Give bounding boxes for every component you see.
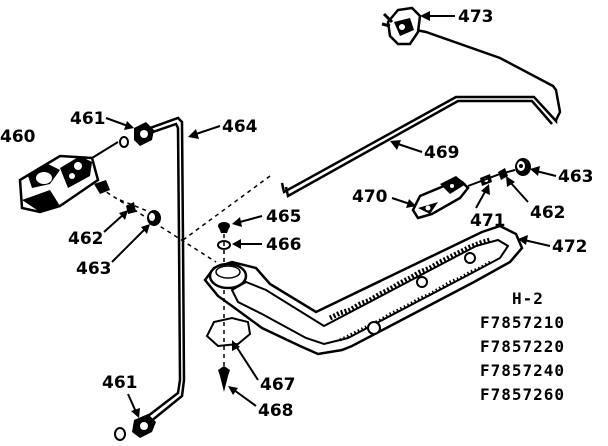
screw-468 bbox=[218, 366, 230, 392]
label-471: 471 bbox=[470, 211, 506, 231]
bracket-470 bbox=[411, 176, 470, 220]
fitting-461-top bbox=[119, 122, 154, 148]
leader-arrows bbox=[103, 11, 557, 418]
spreader-467 bbox=[205, 316, 252, 348]
label-460: 460 bbox=[0, 127, 36, 147]
model-number: F7857220 bbox=[480, 337, 565, 356]
model-number: F7857260 bbox=[480, 385, 565, 404]
valve-460 bbox=[18, 141, 119, 214]
label-462-right: 462 bbox=[530, 203, 566, 223]
label-463-right: 463 bbox=[558, 167, 594, 187]
label-465: 465 bbox=[266, 207, 302, 227]
spud-462-left bbox=[126, 202, 136, 214]
orifice-hood-463-left bbox=[147, 210, 161, 226]
model-number: F7857210 bbox=[480, 313, 565, 332]
label-473: 473 bbox=[458, 7, 494, 27]
model-heading: H-2 bbox=[512, 289, 544, 308]
model-number: F7857240 bbox=[480, 361, 565, 380]
label-461-bottom: 461 bbox=[102, 373, 138, 393]
model-block: H-2 F7857210 F7857220 F7857240 F7857260 bbox=[480, 289, 565, 404]
label-461-top: 461 bbox=[70, 109, 106, 129]
label-472: 472 bbox=[552, 237, 588, 257]
part-labels: 473 461 464 460 469 463 470 462 465 471 … bbox=[0, 7, 594, 421]
gas-tube-469 bbox=[280, 28, 562, 198]
orifice-hood-463-right bbox=[515, 158, 531, 176]
label-466: 466 bbox=[266, 235, 302, 255]
gas-tube-464 bbox=[147, 116, 186, 423]
fitting-461-bottom bbox=[114, 414, 156, 441]
label-467: 467 bbox=[260, 375, 296, 395]
burner-472 bbox=[203, 224, 524, 356]
label-462-left: 462 bbox=[68, 229, 104, 249]
label-468: 468 bbox=[258, 401, 294, 421]
label-464: 464 bbox=[222, 117, 258, 137]
label-469: 469 bbox=[424, 143, 460, 163]
label-470: 470 bbox=[352, 187, 388, 207]
label-463-left: 463 bbox=[76, 259, 112, 279]
fitting-473 bbox=[381, 6, 422, 46]
